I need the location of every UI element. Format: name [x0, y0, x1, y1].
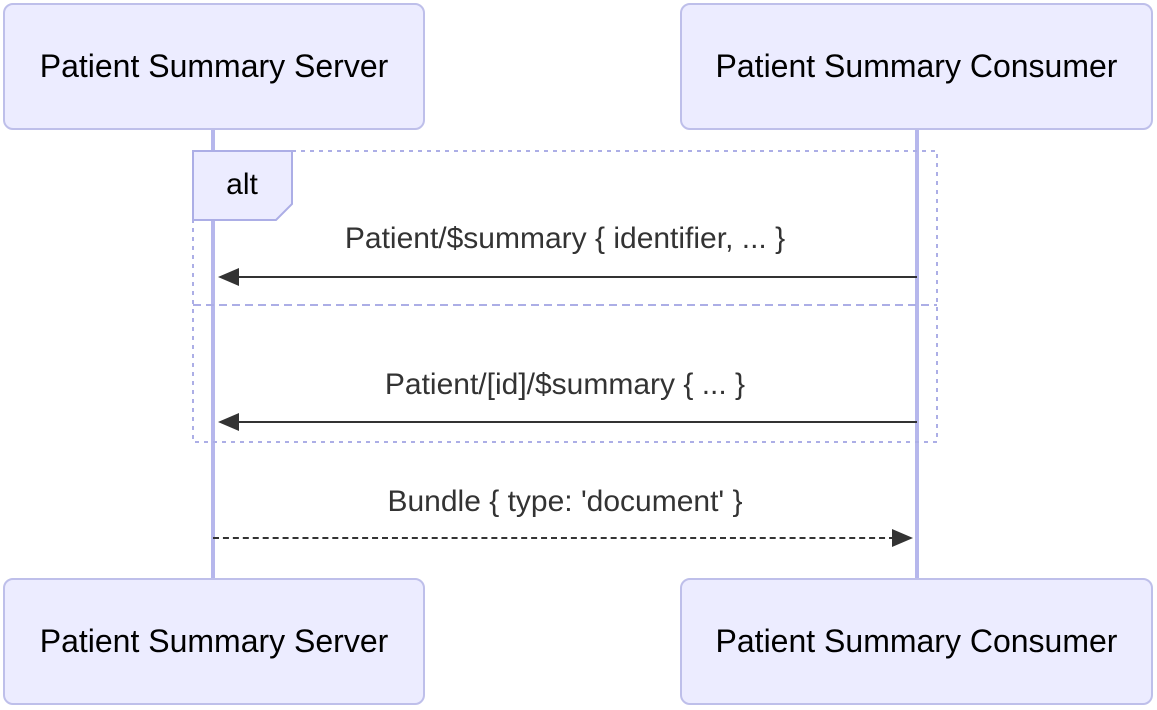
- arrowhead-left-icon: [218, 268, 239, 286]
- actor-label-consumer-bottom: Patient Summary Consumer: [715, 623, 1118, 659]
- actor-box-consumer-bottom: Patient Summary Consumer: [680, 578, 1153, 705]
- actor-box-server-top: Patient Summary Server: [3, 3, 425, 130]
- message-text-summary-by-id: Patient/[id]/$summary { ... }: [384, 368, 746, 401]
- message-line-summary-by-identifier: [236, 276, 917, 278]
- actor-label-consumer-top: Patient Summary Consumer: [715, 48, 1118, 84]
- arrowhead-left-icon: [218, 413, 239, 431]
- alt-frame-label: alt: [226, 168, 258, 201]
- message-text-bundle-reply: Bundle { type: 'document' }: [387, 485, 743, 518]
- actor-label-server-bottom: Patient Summary Server: [39, 623, 389, 659]
- message-line-bundle-reply: [213, 537, 895, 539]
- arrowhead-right-icon: [892, 529, 913, 547]
- actor-label-server-top: Patient Summary Server: [39, 48, 389, 84]
- message-text-summary-by-identifier: Patient/$summary { identifier, ... }: [344, 222, 786, 255]
- actor-box-consumer-top: Patient Summary Consumer: [680, 3, 1153, 130]
- actor-box-server-bottom: Patient Summary Server: [3, 578, 425, 705]
- message-line-summary-by-id: [236, 421, 917, 423]
